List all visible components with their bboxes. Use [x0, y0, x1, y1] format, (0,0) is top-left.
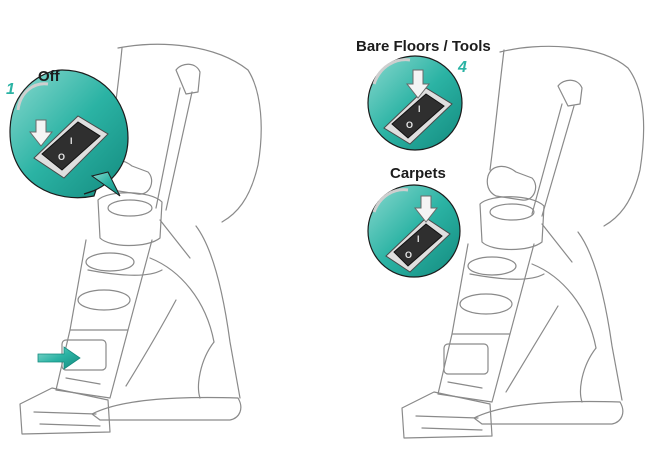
press-down-arrow-icon — [28, 119, 54, 147]
off-switch-callout: I O — [9, 69, 129, 199]
off-label: Off — [38, 68, 60, 85]
switch-off-symbol: O — [406, 120, 413, 130]
bare-floors-tools-label: Bare Floors / Tools — [356, 38, 491, 55]
step-number-1: 1 — [6, 81, 15, 98]
switch-off-symbol: O — [58, 152, 65, 162]
switch-off-symbol: O — [405, 250, 412, 260]
right-vacuum-illustration — [401, 45, 645, 439]
rocker-switch: I O — [385, 217, 451, 273]
insert-arrow-icon — [37, 346, 81, 370]
step-number-4: 4 — [458, 59, 467, 76]
rocker-switch: I O — [33, 115, 109, 179]
switch-on-symbol: I — [70, 136, 73, 146]
press-down-arrow-icon — [413, 195, 439, 223]
carpets-label: Carpets — [390, 165, 446, 182]
rocker-switch: I O — [383, 87, 453, 145]
carpets-switch-callout: I O — [367, 184, 461, 278]
switch-on-symbol: I — [418, 104, 421, 114]
press-down-arrow-icon — [405, 69, 431, 99]
switch-on-symbol: I — [417, 234, 420, 244]
bare-floors-switch-callout: I O — [367, 55, 463, 151]
